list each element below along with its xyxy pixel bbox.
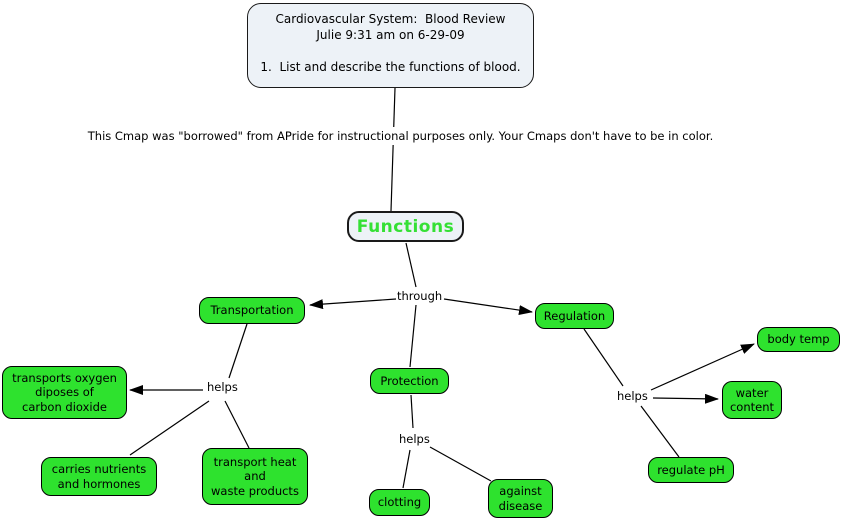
edge-helps-carries-nutrients [129,400,210,456]
edge-helps-transport-heat [224,400,250,449]
node-transports-oxygen[interactable]: transports oxygen diposes of carbon diox… [2,366,127,419]
edge-through-regulation [443,298,533,316]
edge-helps-regulate-ph [640,405,680,458]
edge-transportation-helps [228,323,248,379]
edge-helps-body-temp [650,343,755,391]
node-transport-heat[interactable]: transport heat and waste products [202,448,308,505]
edge-helps-water-content [652,393,719,404]
edge-regulation-helps [583,328,624,387]
edge-through-transportation [309,298,397,310]
node-against-disease[interactable]: against disease [488,479,553,518]
edge-helps-against-disease [429,446,492,482]
node-transportation[interactable]: Transportation [199,297,305,324]
link-phrase-helps-right[interactable]: helps [616,389,649,403]
functions-node[interactable]: Functions [347,211,464,242]
link-phrase-helps-left[interactable]: helps [206,380,239,394]
edge-helps-clotting [402,449,411,489]
title-node[interactable]: Cardiovascular System: Blood Review Juli… [247,3,534,88]
borrowed-note: This Cmap was "borrowed" from APride for… [0,127,801,145]
node-body-temp[interactable]: body temp [757,327,840,352]
link-phrase-through[interactable]: through [396,289,444,303]
edge-functions-through [405,242,417,288]
edge-through-protection [409,304,417,368]
node-regulate-ph[interactable]: regulate pH [648,457,734,483]
edge-protection-helps [410,394,414,429]
node-clotting[interactable]: clotting [369,489,430,516]
edge-titlebox-functions [390,87,396,212]
link-phrase-helps-middle[interactable]: helps [398,432,431,446]
node-water-content[interactable]: water content [722,381,782,419]
node-carries-nutrients[interactable]: carries nutrients and hormones [41,457,157,496]
node-protection[interactable]: Protection [370,368,449,394]
node-regulation[interactable]: Regulation [535,303,614,329]
